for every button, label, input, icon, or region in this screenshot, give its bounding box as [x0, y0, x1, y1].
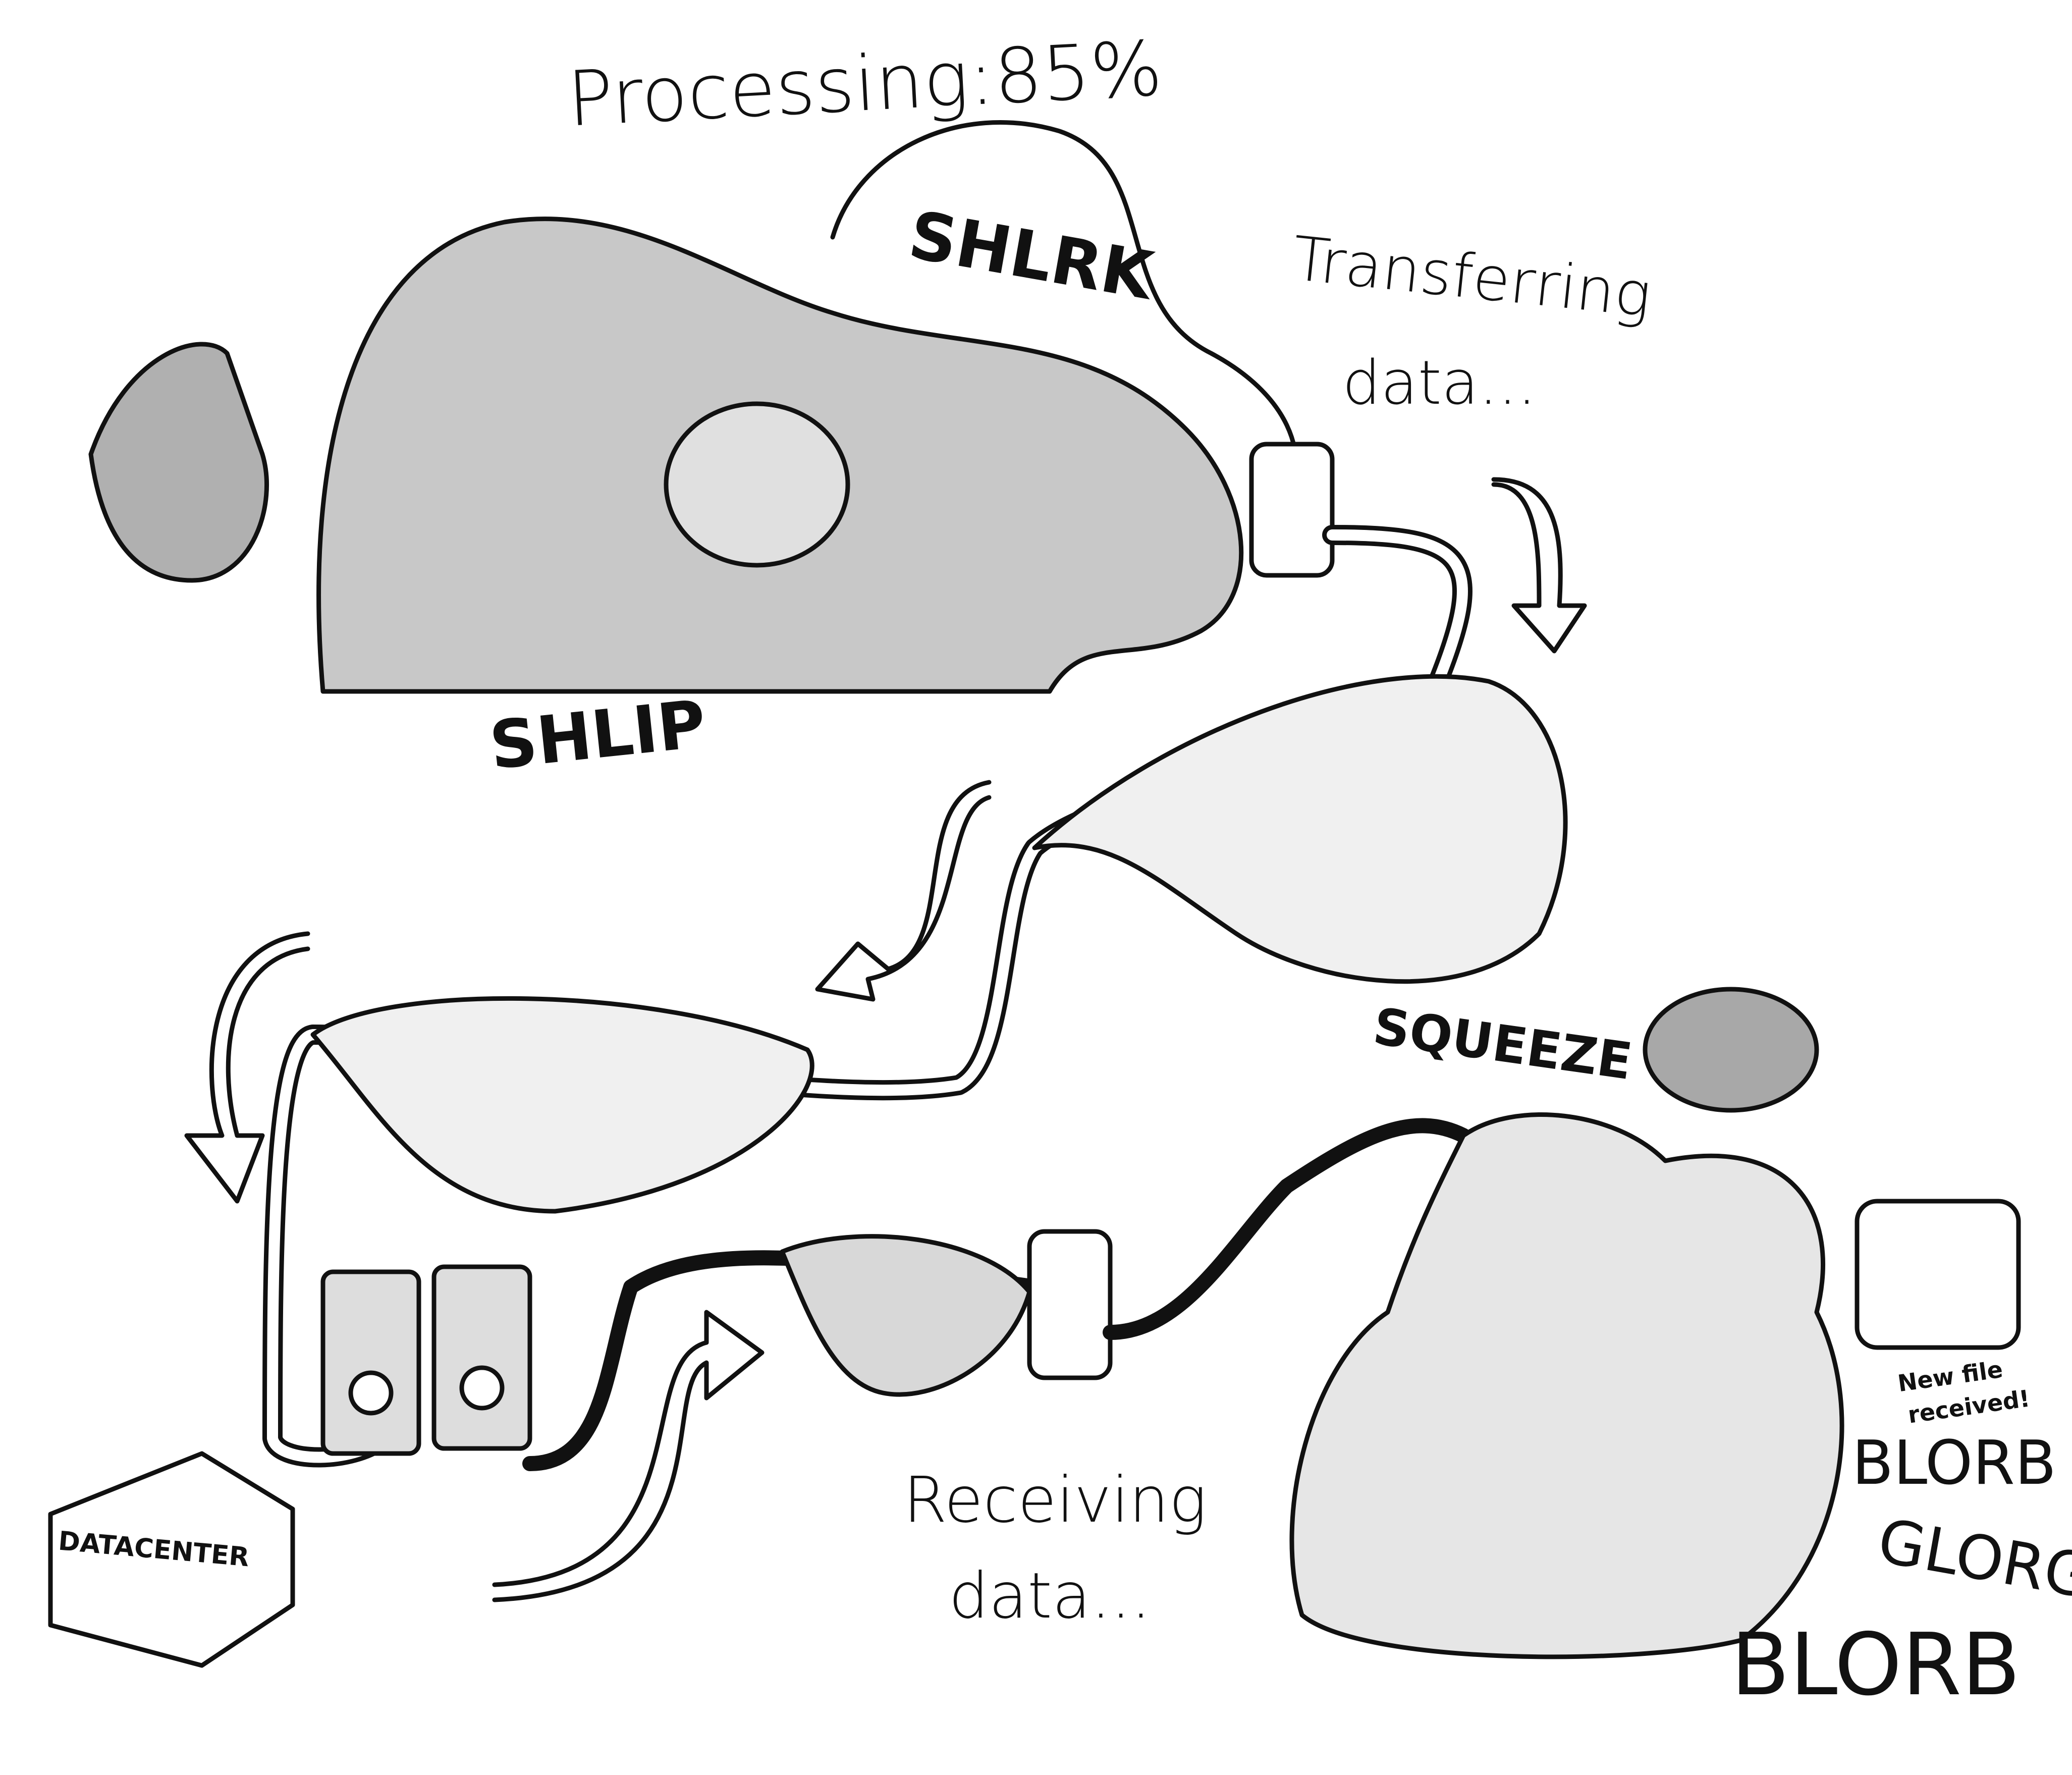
server-2-reel [459, 1365, 505, 1411]
arrow-1 [1491, 477, 1587, 654]
data-blob-2 [310, 996, 814, 1214]
receiving-label-2: data... [949, 1559, 1151, 1633]
arrow-4 [492, 1310, 765, 1602]
arrow-2 [815, 780, 992, 1002]
transferring-label-2: data... [1342, 348, 1537, 418]
file-screen [1855, 1199, 2021, 1350]
claw-arm [88, 342, 269, 583]
bottom-robot-body [1289, 1112, 1844, 1659]
router-top [1249, 442, 1335, 578]
server-1-reel [348, 1370, 394, 1416]
router-bottom [1027, 1229, 1113, 1380]
data-blob-3 [780, 1234, 1032, 1397]
sfx-blorb-2: BLORB [1731, 1615, 2021, 1715]
data-tube-3 [1103, 1118, 1471, 1340]
receiving-label: Receiving [903, 1464, 1207, 1537]
top-robot-head [664, 401, 850, 568]
data-blob-1 [1032, 674, 1568, 984]
server-2 [431, 1264, 532, 1451]
bottom-robot-head [1643, 987, 1819, 1113]
arrow-3 [184, 931, 310, 1204]
server-1 [320, 1269, 421, 1456]
sfx-blorb-1: BLORB [1852, 1428, 2057, 1498]
datacenter-box [48, 1451, 295, 1668]
top-robot-arm [830, 120, 1299, 507]
